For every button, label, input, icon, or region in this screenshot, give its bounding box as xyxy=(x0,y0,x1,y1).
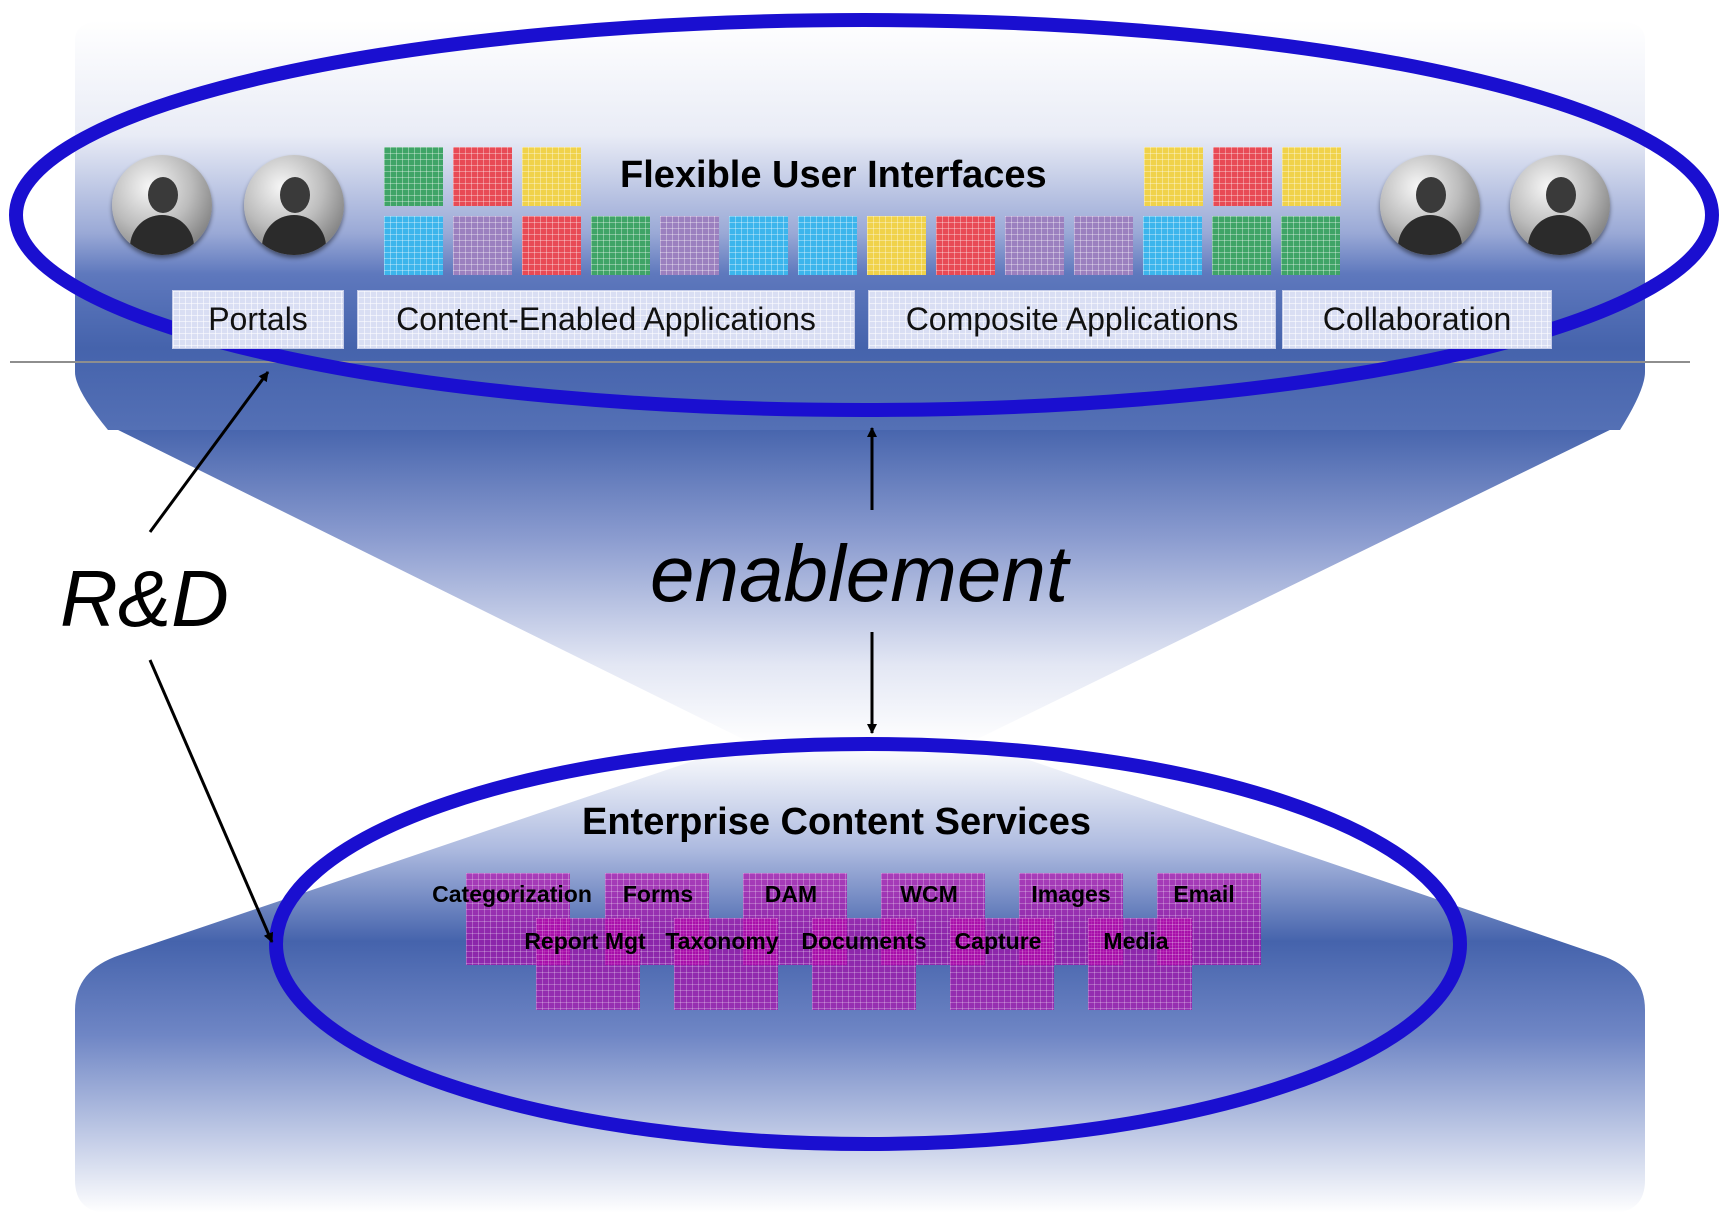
ui-tile-green xyxy=(384,147,443,206)
top-ellipse xyxy=(9,13,1719,417)
ui-tile-red xyxy=(453,147,512,206)
service-report-mgt: Report Mgt xyxy=(524,928,646,954)
service-block-media xyxy=(1088,918,1192,1010)
service-block-capture xyxy=(950,918,1054,1010)
tab-content-enabled-applications: Content-Enabled Applications xyxy=(357,290,855,349)
arrow-rd-down xyxy=(148,659,274,943)
funnel-shape xyxy=(108,425,1620,745)
service-categorization: Categorization xyxy=(432,881,592,907)
service-wcm: WCM xyxy=(900,881,958,907)
ui-tile-yellow xyxy=(1144,147,1203,206)
ui-tile-purple xyxy=(1074,216,1133,275)
rd-label: R&D xyxy=(60,554,229,643)
ui-tile-cyan xyxy=(729,216,788,275)
ui-tile-green xyxy=(591,216,650,275)
service-capture: Capture xyxy=(954,928,1042,954)
tab-portals: Portals xyxy=(172,290,344,349)
person-reading-icon xyxy=(1380,155,1480,255)
ui-tile-purple xyxy=(660,216,719,275)
ui-tile-yellow xyxy=(867,216,926,275)
service-taxonomy: Taxonomy xyxy=(665,928,779,954)
person-phone-icon xyxy=(244,155,344,255)
ui-tile-red xyxy=(522,216,581,275)
enablement-label: enablement xyxy=(650,529,1069,618)
service-email: Email xyxy=(1173,881,1235,907)
ui-tile-cyan xyxy=(384,216,443,275)
service-block-taxonomy xyxy=(674,918,778,1010)
ui-tile-red xyxy=(1213,147,1272,206)
ui-tile-purple xyxy=(1005,216,1064,275)
ui-tile-cyan xyxy=(798,216,857,275)
ui-tile-yellow xyxy=(1282,147,1341,206)
bottom-title: Enterprise Content Services xyxy=(582,801,1091,843)
person-laptop-icon xyxy=(112,155,212,255)
tab-collaboration: Collaboration xyxy=(1282,290,1552,349)
meeting-group-icon xyxy=(1510,155,1610,255)
arrow-rd-up xyxy=(148,371,270,533)
ui-tile-cyan xyxy=(1143,216,1202,275)
service-block-report-mgt xyxy=(536,918,640,1010)
service-documents: Documents xyxy=(801,928,927,954)
service-block-documents xyxy=(812,918,916,1010)
ui-tile-yellow xyxy=(522,147,581,206)
ui-tile-red xyxy=(936,216,995,275)
ui-tile-purple xyxy=(453,216,512,275)
ui-tile-green xyxy=(1281,216,1340,275)
top-title: Flexible User Interfaces xyxy=(620,154,1047,196)
service-forms: Forms xyxy=(622,881,694,907)
tab-composite-applications: Composite Applications xyxy=(868,290,1276,349)
service-dam: DAM xyxy=(764,881,818,907)
ui-tile-green xyxy=(1212,216,1271,275)
service-media: Media xyxy=(1103,928,1169,954)
service-images: Images xyxy=(1031,881,1111,907)
bottom-ellipse xyxy=(269,737,1467,1151)
